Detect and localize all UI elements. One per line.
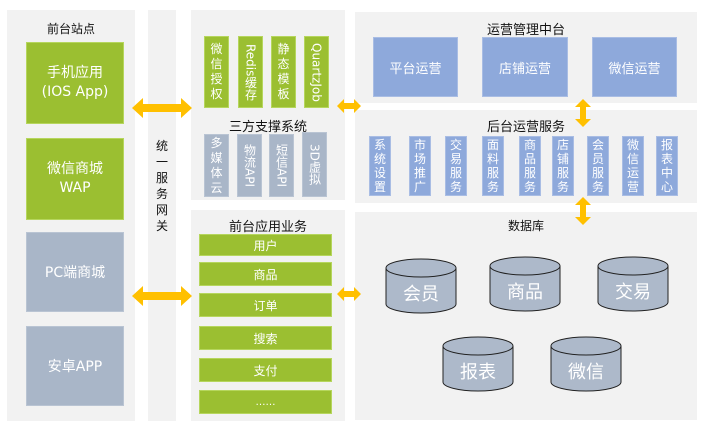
android-app-label: 安卓APP bbox=[47, 359, 103, 375]
backend-service-label: 面料服务 bbox=[487, 138, 500, 194]
database-label: 微信 bbox=[568, 362, 604, 383]
backend-service-item[interactable]: 市场推广 bbox=[409, 136, 431, 196]
database-label: 商品 bbox=[507, 282, 543, 303]
ops-item-label: 店铺运营 bbox=[498, 61, 551, 77]
wechat-mall-sublabel: WAP bbox=[59, 180, 91, 196]
database-cylinder[interactable]: 商品 bbox=[489, 256, 561, 312]
ops-center-title: 运营管理中台 bbox=[486, 23, 565, 38]
service-gateway-panel: 统一服务网关 bbox=[148, 10, 176, 421]
backend-services-title: 后台运营服务 bbox=[486, 120, 565, 135]
third-party-item[interactable]: Redis缓存 bbox=[238, 36, 263, 108]
backend-service-item[interactable]: 会员服务 bbox=[587, 136, 609, 196]
third-party-item-label: 物流API bbox=[242, 144, 257, 187]
ops-item-label: 微信运营 bbox=[608, 61, 661, 77]
backend-service-label: 店铺服务 bbox=[557, 138, 570, 194]
business-item-label: 商品 bbox=[253, 267, 278, 282]
business-item-label: 用户 bbox=[253, 238, 278, 253]
vertical-double-arrow-icon bbox=[575, 99, 591, 127]
third-party-item[interactable]: 静态模板 bbox=[271, 36, 296, 108]
third-party-item[interactable]: 微信授权 bbox=[204, 36, 229, 108]
business-item-order[interactable]: 订单 bbox=[199, 293, 332, 317]
database-panel: 数据库 会员 商品 交易 报表 微信 bbox=[355, 212, 697, 420]
backend-service-label: 交易服务 bbox=[450, 138, 463, 194]
database-label: 交易 bbox=[615, 282, 651, 303]
third-party-panel: 微信授权 Redis缓存 静态模板 QuartzJob 三方支撑系统 多媒体云 … bbox=[191, 10, 345, 200]
business-item-search[interactable]: 搜索 bbox=[199, 326, 332, 350]
backend-service-label: 微信运营 bbox=[627, 138, 640, 194]
database-cylinder[interactable]: 交易 bbox=[597, 256, 669, 312]
third-party-item[interactable]: 3D虚拟 bbox=[302, 132, 327, 197]
business-item-user[interactable]: 用户 bbox=[199, 234, 332, 256]
business-item-more[interactable]: …… bbox=[199, 390, 332, 414]
backend-service-label: 市场推广 bbox=[414, 138, 427, 194]
backend-service-label: 系统设置 bbox=[374, 138, 387, 194]
database-label: 报表 bbox=[460, 362, 496, 383]
third-party-item-label: 多媒体云 bbox=[210, 135, 223, 195]
backend-service-label: 商品服务 bbox=[524, 138, 537, 194]
third-party-item-label: 静态模板 bbox=[277, 42, 290, 101]
frontend-business-title: 前台应用业务 bbox=[228, 220, 307, 235]
database-cylinder[interactable]: 微信 bbox=[550, 336, 622, 392]
android-app-box[interactable]: 安卓APP bbox=[26, 326, 124, 406]
pc-mall-label: PC端商城 bbox=[44, 265, 106, 281]
double-arrow-icon bbox=[337, 287, 361, 301]
frontend-sites-panel: 前台站点 手机应用 (IOS App) 微信商城 WAP PC端商城 安卓APP bbox=[7, 10, 135, 421]
ops-item-label: 平台运营 bbox=[389, 61, 442, 77]
backend-service-label: 会员服务 bbox=[592, 138, 605, 194]
backend-service-item[interactable]: 店铺服务 bbox=[552, 136, 574, 196]
double-arrow-icon bbox=[132, 98, 192, 118]
ios-app-sublabel: (IOS App) bbox=[41, 84, 109, 100]
backend-service-item[interactable]: 微信运营 bbox=[622, 136, 644, 196]
database-icon bbox=[489, 256, 561, 312]
double-arrow-icon bbox=[337, 99, 361, 113]
third-party-title: 三方支撑系统 bbox=[228, 120, 307, 135]
pc-mall-box[interactable]: PC端商城 bbox=[26, 232, 124, 312]
backend-service-item[interactable]: 报表中心 bbox=[656, 136, 678, 196]
business-item-product[interactable]: 商品 bbox=[199, 262, 332, 286]
business-item-label: …… bbox=[255, 396, 276, 408]
vertical-double-arrow-icon bbox=[575, 197, 591, 225]
backend-service-item[interactable]: 交易服务 bbox=[445, 136, 467, 196]
ops-item-store[interactable]: 店铺运营 bbox=[482, 37, 568, 97]
database-icon bbox=[442, 336, 514, 392]
third-party-item[interactable]: QuartzJob bbox=[304, 36, 329, 108]
database-icon bbox=[597, 256, 669, 312]
service-gateway-label: 统一服务网关 bbox=[156, 139, 169, 233]
backend-service-label: 报表中心 bbox=[661, 138, 674, 194]
ops-center-panel: 运营管理中台 平台运营 店铺运营 微信运营 bbox=[355, 12, 697, 103]
database-cylinder[interactable]: 会员 bbox=[385, 258, 457, 314]
third-party-item-label: 短信API bbox=[274, 144, 289, 187]
database-icon bbox=[385, 258, 457, 314]
business-item-label: 搜索 bbox=[253, 331, 278, 346]
business-item-payment[interactable]: 支付 bbox=[199, 358, 332, 382]
database-label: 会员 bbox=[403, 284, 439, 305]
backend-service-item[interactable]: 面料服务 bbox=[482, 136, 504, 196]
backend-services-panel: 后台运营服务 系统设置 市场推广 交易服务 面料服务 商品服务 店铺服务 会员服务 微信运营 报… bbox=[355, 110, 697, 203]
backend-service-item[interactable]: 商品服务 bbox=[519, 136, 541, 196]
third-party-item-label: QuartzJob bbox=[309, 42, 324, 102]
ops-item-platform[interactable]: 平台运营 bbox=[373, 37, 458, 97]
double-arrow-icon bbox=[132, 286, 192, 306]
third-party-item[interactable]: 物流API bbox=[237, 134, 262, 197]
business-item-label: 订单 bbox=[253, 298, 278, 313]
ops-item-wechat[interactable]: 微信运营 bbox=[592, 37, 677, 97]
wechat-mall-label: 微信商城 bbox=[47, 161, 103, 177]
third-party-item-label: 微信授权 bbox=[210, 42, 223, 101]
database-title: 数据库 bbox=[507, 219, 544, 233]
ios-app-box[interactable]: 手机应用 (IOS App) bbox=[26, 42, 124, 124]
third-party-item[interactable]: 短信API bbox=[269, 134, 294, 197]
backend-service-item[interactable]: 系统设置 bbox=[369, 136, 391, 196]
ios-app-label: 手机应用 bbox=[47, 65, 103, 81]
frontend-sites-title: 前台站点 bbox=[46, 22, 95, 36]
business-item-label: 支付 bbox=[253, 363, 278, 378]
frontend-business-panel: 前台应用业务 用户 商品 订单 搜索 支付 …… bbox=[191, 210, 345, 421]
third-party-item[interactable]: 多媒体云 bbox=[204, 134, 229, 197]
database-icon bbox=[550, 336, 622, 392]
wechat-mall-box[interactable]: 微信商城 WAP bbox=[26, 138, 124, 220]
third-party-item-label: 3D虚拟 bbox=[307, 144, 322, 185]
third-party-item-label: Redis缓存 bbox=[243, 43, 258, 101]
database-cylinder[interactable]: 报表 bbox=[442, 336, 514, 392]
